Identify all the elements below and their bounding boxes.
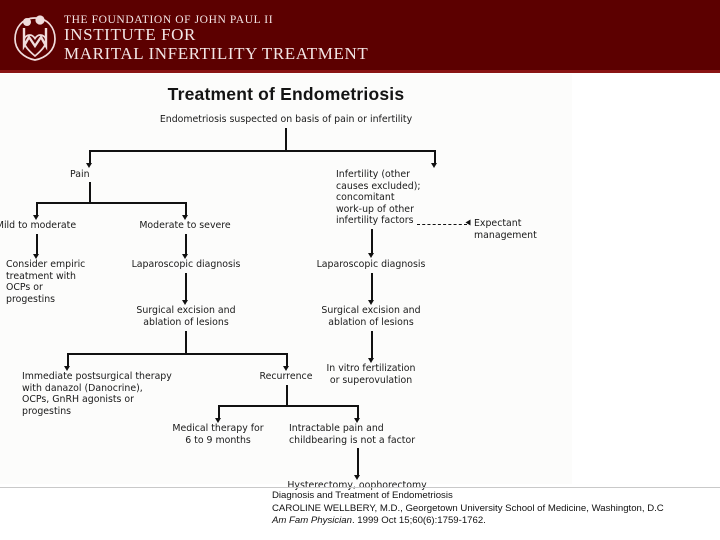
node-laparoscopic-diagnosis-right: Laparoscopic diagnosis	[316, 259, 426, 270]
caption-line-1: Diagnosis and Treatment of Endometriosis	[272, 490, 453, 501]
arrow-to-moderate-severe	[182, 215, 188, 220]
node-infertility: Infertility (other causes excluded); con…	[336, 169, 421, 227]
arrow-infertility-to-lap	[368, 253, 374, 258]
caption-line-3: Am Fam Physician. 1999 Oct 15;60(6):1759…	[272, 515, 720, 528]
arrow-to-medical-therapy	[215, 418, 221, 423]
arrow-to-hysterectomy	[354, 475, 360, 480]
node-recurrence: Recurrence	[259, 371, 313, 382]
scanned-figure: Treatment of Endometriosis Endometriosis…	[0, 74, 572, 491]
connector-pain-stem	[89, 182, 91, 202]
connector-lower-split-left	[67, 353, 185, 355]
connector-to-hysterectomy	[357, 448, 359, 476]
node-hysterectomy-oophorectomy: Hysterectomy, oophorectomy	[287, 480, 427, 491]
connector-dashed-to-expectant	[417, 224, 467, 225]
connector-to-pain	[89, 150, 91, 164]
arrow-to-expectant	[465, 219, 471, 226]
figure-title: Treatment of Endometriosis	[167, 84, 405, 104]
node-intractable-pain: Intractable pain and childbearing is not…	[289, 423, 416, 446]
connector-root-split-right	[285, 150, 435, 152]
arrow-to-intractable	[354, 418, 360, 423]
connector-root-split-left	[89, 150, 287, 152]
connector-lap-to-surgical-left	[185, 273, 187, 301]
node-immediate-postsurgical-therapy: Immediate postsurgical therapy with dana…	[22, 371, 172, 417]
node-moderate-to-severe: Moderate to severe	[139, 220, 231, 231]
connector-mild-to-empiric	[36, 234, 38, 255]
connector-recurrence-split-right	[286, 405, 358, 407]
arrow-surgical-to-ivf	[368, 358, 374, 363]
caption-citation-rest: . 1999 Oct 15;60(6):1759-1762.	[351, 515, 486, 527]
org-line-1: THE FOUNDATION OF JOHN PAUL II	[64, 14, 274, 26]
arrow-to-recurrence	[283, 366, 289, 371]
caption-line-2: CAROLINE WELLBERY, M.D., Georgetown Univ…	[272, 502, 664, 514]
arrow-mild-to-empiric	[33, 254, 39, 259]
arrow-lap-to-surgical-left	[182, 300, 188, 305]
connector-to-infertility	[434, 150, 436, 164]
arrow-lap-to-surgical-right	[368, 300, 374, 305]
figure-caption: Diagnosis and Treatment of Endometriosis…	[272, 490, 720, 528]
node-mild-to-moderate: Mild to moderate	[0, 220, 77, 231]
node-consider-empiric-treatment: Consider empiric treatment with OCPs or …	[6, 259, 86, 305]
connector-to-recurrence	[286, 353, 288, 367]
arrow-to-postsurgical	[64, 366, 70, 371]
arrow-to-infertility	[431, 163, 437, 168]
org-line-2: INSTITUTE FOR	[64, 25, 196, 45]
connector-lap-to-surgical-right	[371, 273, 373, 301]
connector-surgical-left-stem	[185, 331, 187, 353]
connector-surgical-to-ivf	[371, 331, 373, 359]
connector-to-moderate-severe	[185, 202, 187, 216]
connector-modsev-to-lap	[185, 234, 187, 255]
node-medical-therapy: Medical therapy for 6 to 9 months	[172, 423, 264, 446]
caption-journal-name: Am Fam Physician	[272, 515, 352, 527]
connector-lower-split-right	[185, 353, 287, 355]
caption-divider	[0, 487, 720, 488]
brand-header: THE FOUNDATION OF JOHN PAUL II INSTITUTE…	[0, 0, 720, 70]
arrow-to-pain	[86, 163, 92, 168]
node-ivf-superovulation: In vitro fertilization or superovulation	[326, 363, 416, 386]
connector-to-mild	[36, 202, 38, 216]
connector-to-postsurgical	[67, 353, 69, 367]
node-pain: Pain	[70, 169, 90, 180]
node-laparoscopic-diagnosis-left: Laparoscopic diagnosis	[131, 259, 241, 270]
node-surgical-excision-left: Surgical excision and ablation of lesion…	[136, 305, 236, 328]
node-expectant-management: Expectant management	[474, 218, 537, 241]
org-line-3: MARITAL INFERTILITY TREATMENT	[64, 43, 369, 63]
node-surgical-excision-right: Surgical excision and ablation of lesion…	[321, 305, 421, 328]
connector-recurrence-split-left	[218, 405, 286, 407]
arrow-to-mild	[33, 215, 39, 220]
foundation-logo-icon	[12, 12, 58, 62]
organization-name: THE FOUNDATION OF JOHN PAUL II INSTITUTE…	[64, 14, 368, 63]
connector-infertility-stem	[371, 229, 373, 254]
header-accent-rule	[0, 70, 720, 73]
connector-pain-split-right	[89, 202, 186, 204]
connector-recurrence-stem	[286, 385, 288, 405]
connector-to-medical-therapy	[218, 405, 220, 419]
arrow-modsev-to-lap	[182, 254, 188, 259]
connector-to-intractable	[357, 405, 359, 419]
node-root: Endometriosis suspected on basis of pain…	[159, 114, 413, 125]
connector-pain-split-left	[36, 202, 89, 204]
connector-root-stem	[285, 128, 287, 150]
